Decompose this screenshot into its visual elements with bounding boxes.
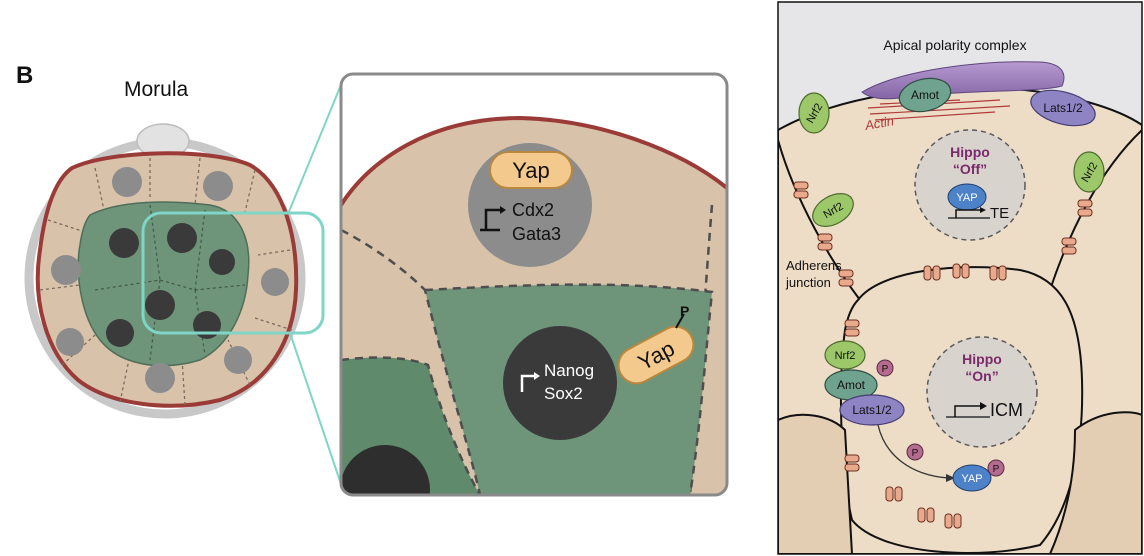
phospho-mark: P [680, 303, 689, 319]
nrf2-bottom [824, 340, 866, 370]
lats-top [1030, 89, 1096, 127]
outer-nuclei [51, 167, 289, 393]
gene-nanog: Nanog [544, 361, 594, 380]
lats-bottom-label: Lats1/2 [852, 403, 892, 417]
nrf2-bottom-label: Nrf2 [835, 350, 856, 362]
icm-gene-label: ICM [990, 400, 1023, 420]
panel-letter: B [16, 62, 33, 89]
p-mark-arrow-label: P [912, 448, 919, 459]
p-mark-lats [876, 359, 894, 377]
left-panel: B Morula [16, 62, 729, 497]
adherens-junctions [793, 181, 1093, 529]
zoom-cell-boundaries [341, 204, 714, 495]
hippo-off-title: Hippo [950, 144, 990, 160]
hippo-off-state: “Off” [953, 161, 987, 177]
yap-cytoplasmic-label: YAP [961, 473, 982, 485]
yap-inner-pill [617, 325, 695, 385]
zoom-connector-top [287, 79, 344, 215]
p-mark-yap-label: P [993, 464, 1000, 475]
adherens-label-line2: junction [785, 275, 831, 290]
yap-cytoplasmic [952, 464, 992, 492]
right-panel: Apical polarity complex Actin Amot Lats1… [777, 1, 1143, 555]
gene-gata3: Gata3 [512, 224, 561, 244]
nrf2-topleft [798, 92, 830, 134]
nrf2-right [1073, 151, 1105, 193]
lats-top-label: Lats1/2 [1043, 101, 1083, 115]
p-mark-arrow [906, 443, 924, 461]
nrf2-left [812, 193, 854, 227]
zoom-region-box [141, 211, 325, 335]
phosphorylation-arrow [877, 424, 949, 479]
apical-membrane [341, 115, 727, 207]
yap-outer-label: Yap [512, 158, 550, 183]
zoom-connector-bottom [289, 332, 344, 491]
lats-bottom [839, 394, 905, 426]
gene-cdx2: Cdx2 [512, 200, 554, 220]
inner-promoter-arrow [520, 374, 534, 392]
hippo-on-state: “On” [965, 368, 998, 384]
zoom-inset-frame [339, 72, 729, 497]
amot-top-label: Amot [911, 88, 940, 102]
hippo-on-nucleus [926, 336, 1038, 448]
te-gene-label: TE [990, 205, 1009, 222]
zoom-corner-nucleus [341, 445, 430, 495]
inner-cell-nucleus [503, 326, 617, 440]
p-mark-lats-label: P [882, 364, 889, 375]
amot-top [898, 77, 952, 113]
amot-bottom-label: Amot [837, 378, 866, 392]
apical-complex-label: Apical polarity complex [883, 37, 1026, 53]
actin-label: Actin [863, 113, 895, 133]
inner-cell-mass [77, 201, 250, 367]
yap-outer-pill [489, 151, 573, 189]
te-promoter-arrow [955, 209, 980, 218]
hippo-on-title: Hippo [962, 351, 1002, 367]
adherens-label-line1: Adherens [786, 258, 842, 273]
yap-nuclear-label: YAP [956, 192, 977, 204]
p-mark-yap [987, 459, 1005, 477]
zoom-inset: Yap Cdx2 Gata3 Nanog Sox2 Yap P [341, 74, 727, 495]
outer-promoter-arrow [484, 208, 500, 230]
morula-title: Morula [124, 78, 189, 101]
gene-sox2: Sox2 [544, 384, 583, 403]
icm-promoter-arrow [954, 405, 980, 417]
